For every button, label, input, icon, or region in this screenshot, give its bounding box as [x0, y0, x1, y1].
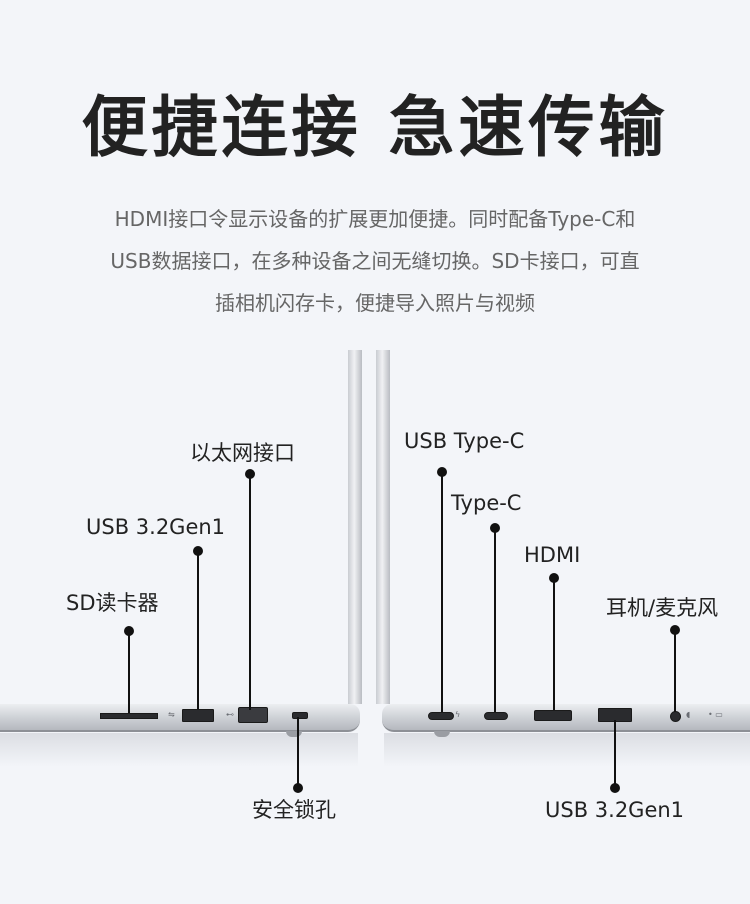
- usb-type-c-port: [428, 712, 454, 720]
- ethernet-leader: [249, 474, 251, 710]
- right-laptop-reflection: [384, 733, 750, 767]
- security-lock-label: 安全锁孔: [252, 798, 336, 822]
- usb-right-label: USB 3.2Gen1: [545, 798, 685, 822]
- security-lock-leader: [297, 717, 299, 787]
- type-c-leader: [494, 528, 496, 712]
- sd-card-label: SD读卡器: [66, 591, 159, 615]
- right-laptop-foot: [434, 731, 450, 737]
- usb-right-leader: [614, 720, 616, 786]
- status-indicator-icon: • ▭: [708, 710, 723, 719]
- ethernet-port: [238, 707, 268, 723]
- hdmi-label: HDMI: [524, 543, 581, 567]
- security-lock-dot: [293, 783, 303, 793]
- usb-left-label: USB 3.2Gen1: [86, 515, 226, 539]
- left-laptop-foot: [286, 731, 302, 737]
- sd-card-leader: [128, 631, 130, 713]
- sd-card-slot: [100, 713, 158, 719]
- type-c-label: Type-C: [451, 491, 522, 515]
- left-laptop-lid: [348, 350, 362, 704]
- right-laptop-lid: [376, 350, 390, 704]
- audio-leader: [674, 630, 676, 712]
- hdmi-leader: [553, 578, 555, 710]
- thunderbolt-icon: ϟ: [455, 710, 461, 719]
- left-laptop-reflection: [0, 733, 358, 767]
- ethernet-icon: ⊷: [226, 710, 234, 719]
- description-line-1: HDMI接口令显示设备的扩展更加便捷。同时配备Type-C和: [114, 207, 636, 231]
- usb-type-c-label: USB Type-C: [404, 429, 525, 453]
- headline: 便捷连接 急速传输: [81, 89, 669, 166]
- usb-port-icon: ⇋: [168, 710, 175, 719]
- usb-right-dot: [610, 783, 620, 793]
- description-line-3: 插相机闪存卡，便捷导入照片与视频: [215, 291, 535, 315]
- audio-jack: [670, 711, 681, 722]
- security-lock-slot: [292, 712, 308, 719]
- hdmi-port: [534, 710, 572, 721]
- description: HDMI接口令显示设备的扩展更加便捷。同时配备Type-C和 USB数据接口，在…: [40, 198, 710, 324]
- description-line-2: USB数据接口，在多种设备之间无缝切换。SD卡接口，可直: [110, 249, 640, 273]
- ethernet-label: 以太网接口: [190, 441, 295, 465]
- usb-port-left: [182, 709, 214, 722]
- type-c-port: [484, 712, 508, 720]
- audio-label: 耳机/麦克风: [606, 596, 719, 620]
- usb-left-leader: [197, 551, 199, 709]
- headphone-icon: ◖: [686, 710, 691, 719]
- usb-type-c-leader: [441, 472, 443, 712]
